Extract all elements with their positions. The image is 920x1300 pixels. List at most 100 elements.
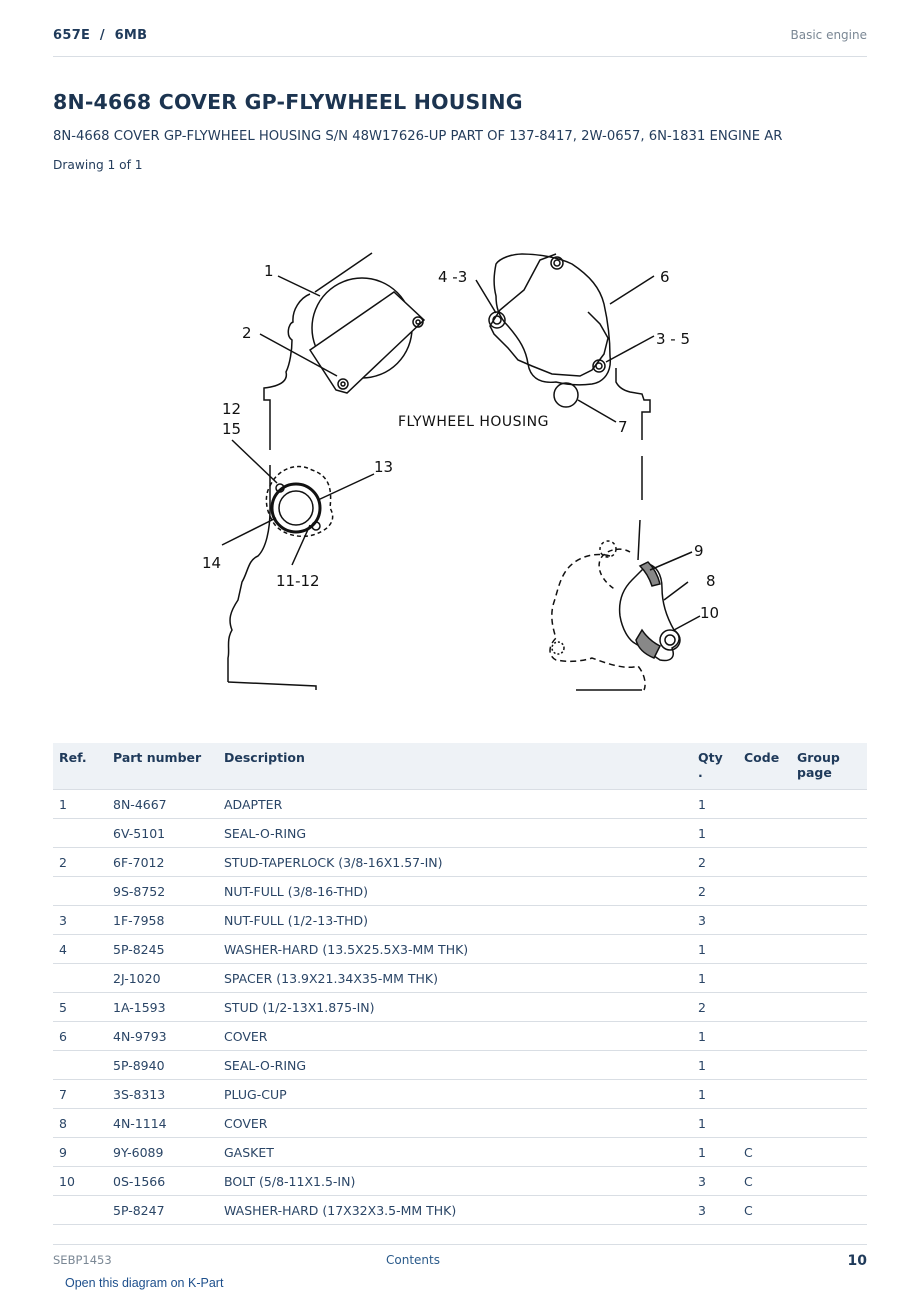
page-footer: SEBP1453 Contents 10 xyxy=(53,1244,867,1275)
cell-description: PLUG-CUP xyxy=(218,1079,692,1109)
cell-description: GASKET xyxy=(218,1137,692,1167)
cell-ref: 8 xyxy=(53,1108,107,1138)
cell-part-number: 5P-8247 xyxy=(107,1195,218,1225)
callout-8: 8 xyxy=(706,572,716,590)
cell-description: COVER xyxy=(218,1108,692,1138)
left-housing-outline xyxy=(227,293,311,682)
cell-ref xyxy=(53,1050,107,1080)
cell-code xyxy=(738,934,791,964)
col-code: Code xyxy=(738,743,791,790)
cell-code xyxy=(738,876,791,906)
cell-code xyxy=(738,905,791,935)
cell-qty: 3 xyxy=(692,1195,738,1225)
cell-qty: 1 xyxy=(692,1050,738,1080)
document-id: SEBP1453 xyxy=(53,1253,112,1267)
col-ref: Ref. xyxy=(53,743,107,790)
lower-cover xyxy=(549,553,646,691)
cell-code: C xyxy=(738,1195,791,1225)
cell-part-number: 9Y-6089 xyxy=(107,1137,218,1167)
cell-group-page xyxy=(791,1021,867,1051)
model-breadcrumb: 657E / 6MB xyxy=(53,28,148,43)
cell-ref xyxy=(53,876,107,906)
cell-ref xyxy=(53,1195,107,1225)
cell-description: NUT-FULL (1/2-13-THD) xyxy=(218,905,692,935)
section-name: Basic engine xyxy=(790,28,867,42)
seal-flange xyxy=(265,465,334,538)
cell-ref: 4 xyxy=(53,934,107,964)
cell-part-number: 6V-5101 xyxy=(107,818,218,848)
table-header-row: Ref. Part number Description Qty . Code … xyxy=(53,743,867,790)
cell-part-number: 0S-1566 xyxy=(107,1166,218,1196)
cell-code xyxy=(738,1050,791,1080)
cell-part-number: 1A-1593 xyxy=(107,992,218,1022)
contents-link[interactable]: Contents xyxy=(386,1253,440,1267)
cell-description: SEAL-O-RING xyxy=(218,1050,692,1080)
cell-part-number: 2J-1020 xyxy=(107,963,218,993)
cell-group-page xyxy=(791,905,867,935)
cell-part-number: 9S-8752 xyxy=(107,876,218,906)
cell-code xyxy=(738,992,791,1022)
cell-qty: 3 xyxy=(692,905,738,935)
seal-ring-inner xyxy=(278,490,314,526)
cell-description: BOLT (5/8-11X1.5-IN) xyxy=(218,1166,692,1196)
cell-qty: 1 xyxy=(692,818,738,848)
cell-code xyxy=(738,963,791,993)
seal-ring-outer xyxy=(270,482,322,534)
right-housing-outline xyxy=(615,368,651,561)
callout-2: 2 xyxy=(242,324,252,342)
cell-part-number: 1F-7958 xyxy=(107,905,218,935)
callout-15: 15 xyxy=(222,420,241,438)
cell-ref: 2 xyxy=(53,847,107,877)
plug-cup xyxy=(553,382,579,408)
cell-qty: 1 xyxy=(692,963,738,993)
cell-part-number: 4N-9793 xyxy=(107,1021,218,1051)
callout-10: 10 xyxy=(700,604,719,622)
cell-description: ADAPTER xyxy=(218,789,692,819)
cell-qty: 1 xyxy=(692,789,738,819)
cell-group-page xyxy=(791,789,867,819)
cell-part-number: 4N-1114 xyxy=(107,1108,218,1138)
bolt-washer xyxy=(659,629,681,651)
col-description: Description xyxy=(218,743,692,790)
cell-group-page xyxy=(791,934,867,964)
cell-description: WASHER-HARD (17X32X3.5-MM THK) xyxy=(218,1195,692,1225)
cell-group-page xyxy=(791,1166,867,1196)
cell-code xyxy=(738,847,791,877)
cell-ref: 5 xyxy=(53,992,107,1022)
callout-9: 9 xyxy=(694,542,704,560)
cell-qty: 1 xyxy=(692,1108,738,1138)
kpart-link[interactable]: Open this diagram on K-Part xyxy=(65,1276,224,1290)
cell-ref xyxy=(53,963,107,993)
cell-code xyxy=(738,818,791,848)
cell-ref: 1 xyxy=(53,789,107,819)
cell-description: SPACER (13.9X21.34X35-MM THK) xyxy=(218,963,692,993)
cell-code xyxy=(738,1021,791,1051)
callout-7: 7 xyxy=(618,418,628,436)
cell-qty: 2 xyxy=(692,992,738,1022)
callout-4-3: 4 -3 xyxy=(438,268,467,286)
cell-part-number: 6F-7012 xyxy=(107,847,218,877)
cell-group-page xyxy=(791,847,867,877)
cell-description: STUD (1/2-13X1.875-IN) xyxy=(218,992,692,1022)
left-housing-bottom xyxy=(227,681,317,690)
cell-ref: 6 xyxy=(53,1021,107,1051)
page-number: 10 xyxy=(847,1253,867,1269)
cell-group-page xyxy=(791,818,867,848)
top-cover xyxy=(493,253,612,386)
callout-3-5: 3 - 5 xyxy=(656,330,690,348)
page-subtitle: 8N-4668 COVER GP-FLYWHEEL HOUSING S/N 48… xyxy=(53,129,783,144)
callout-6: 6 xyxy=(660,268,670,286)
cell-group-page xyxy=(791,1108,867,1138)
cell-ref: 7 xyxy=(53,1079,107,1109)
cell-ref: 3 xyxy=(53,905,107,935)
gasket xyxy=(638,561,661,587)
